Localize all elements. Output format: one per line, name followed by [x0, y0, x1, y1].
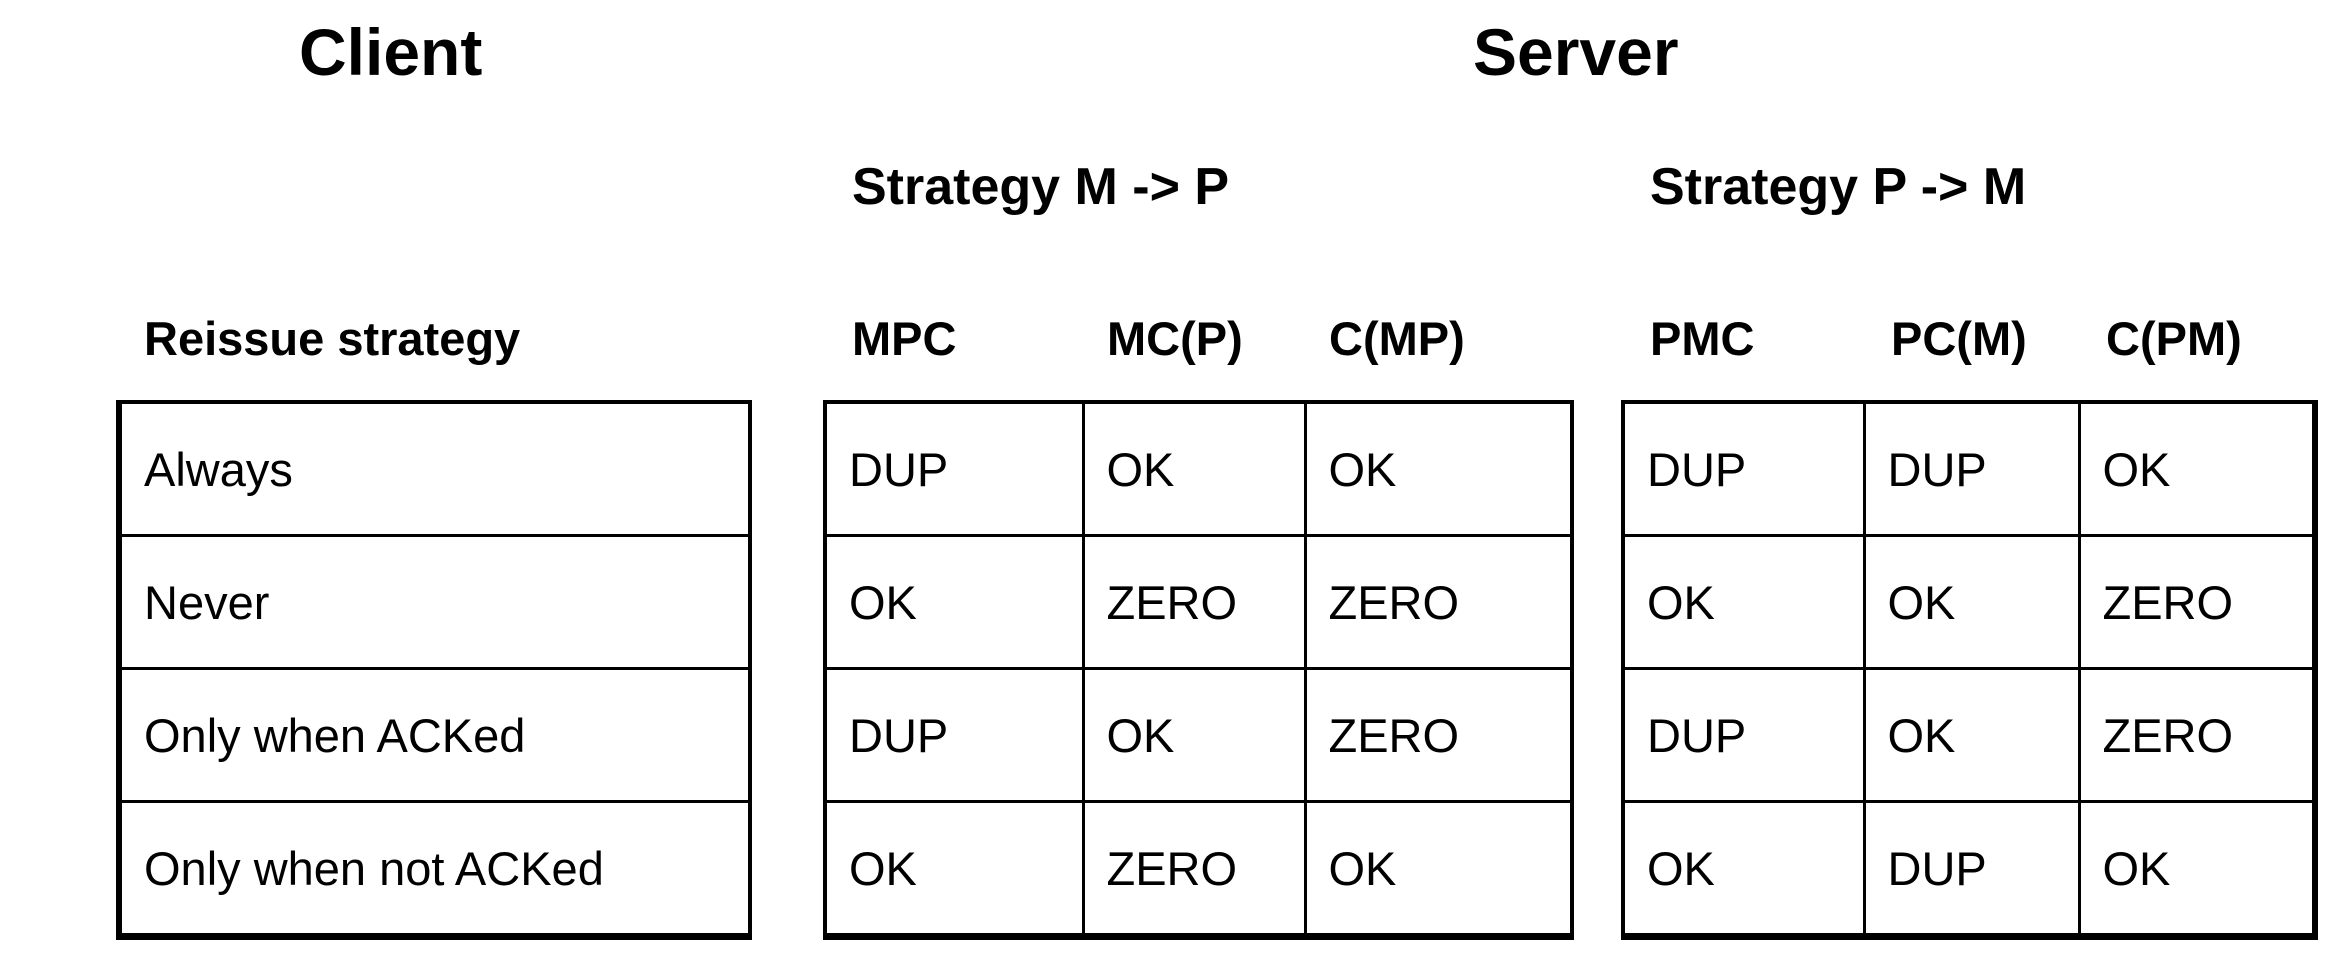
strategy-m-p-title: Strategy M -> P — [852, 158, 1230, 216]
table-row: OK ZERO OK — [823, 800, 1574, 938]
table-cell: DUP — [823, 667, 1085, 803]
table-cell: ZERO — [1303, 534, 1574, 670]
client-table: Always Never Only when ACKed Only when n… — [116, 400, 752, 940]
strategy-m-p-table: DUP OK OK OK ZERO ZERO DUP OK ZERO OK ZE… — [823, 400, 1574, 940]
table-cell: OK — [823, 800, 1085, 938]
table-row: Only when ACKed — [117, 667, 752, 803]
table-cell: DUP — [1862, 800, 2081, 938]
client-row-only-when-not-acked: Only when not ACKed — [117, 800, 752, 938]
table-row: Never — [117, 534, 752, 670]
table-cell: OK — [2077, 800, 2317, 938]
table-row: DUP OK OK — [823, 400, 1574, 537]
table-row: Always — [117, 400, 752, 537]
column-header-mpc: MPC — [852, 312, 957, 365]
table-cell: ZERO — [2077, 534, 2317, 670]
column-header-c-pm: C(PM) — [2106, 312, 2242, 365]
table-cell: OK — [1862, 667, 2081, 803]
client-heading: Client — [299, 15, 483, 89]
column-header-mc-p: MC(P) — [1107, 312, 1243, 365]
table-row: OK OK ZERO — [1621, 534, 2317, 670]
table-cell: ZERO — [1081, 800, 1307, 938]
column-header-c-mp: C(MP) — [1329, 312, 1465, 365]
table-row: DUP OK ZERO — [823, 667, 1574, 803]
table-cell: OK — [1303, 400, 1574, 537]
table-cell: OK — [1621, 800, 1866, 938]
column-header-pc-m: PC(M) — [1891, 312, 2027, 365]
table-cell: OK — [2077, 400, 2317, 537]
table-cell: ZERO — [1303, 667, 1574, 803]
table-row: DUP DUP OK — [1621, 400, 2317, 537]
table-row: OK DUP OK — [1621, 800, 2317, 938]
table-cell: OK — [1303, 800, 1574, 938]
table-row: DUP OK ZERO — [1621, 667, 2317, 803]
table-cell: OK — [1081, 667, 1307, 803]
table-cell: ZERO — [2077, 667, 2317, 803]
strategy-p-m-table: DUP DUP OK OK OK ZERO DUP OK ZERO OK DUP… — [1621, 400, 2318, 940]
table-row: Only when not ACKed — [117, 800, 752, 938]
reissue-strategy-header: Reissue strategy — [144, 312, 521, 365]
table-cell: DUP — [1621, 400, 1866, 537]
table-cell: ZERO — [1081, 534, 1307, 670]
table-cell: DUP — [1862, 400, 2081, 537]
table-cell: OK — [1862, 534, 2081, 670]
client-row-never: Never — [117, 534, 752, 670]
server-heading: Server — [1473, 15, 1679, 89]
table-cell: OK — [1621, 534, 1866, 670]
strategy-p-m-title: Strategy P -> M — [1650, 158, 2027, 216]
table-row: OK ZERO ZERO — [823, 534, 1574, 670]
table-cell: DUP — [1621, 667, 1866, 803]
client-row-only-when-acked: Only when ACKed — [117, 667, 752, 803]
client-row-always: Always — [117, 400, 752, 537]
column-header-pmc: PMC — [1650, 312, 1755, 365]
table-cell: DUP — [823, 400, 1085, 537]
table-cell: OK — [1081, 400, 1307, 537]
table-cell: OK — [823, 534, 1085, 670]
